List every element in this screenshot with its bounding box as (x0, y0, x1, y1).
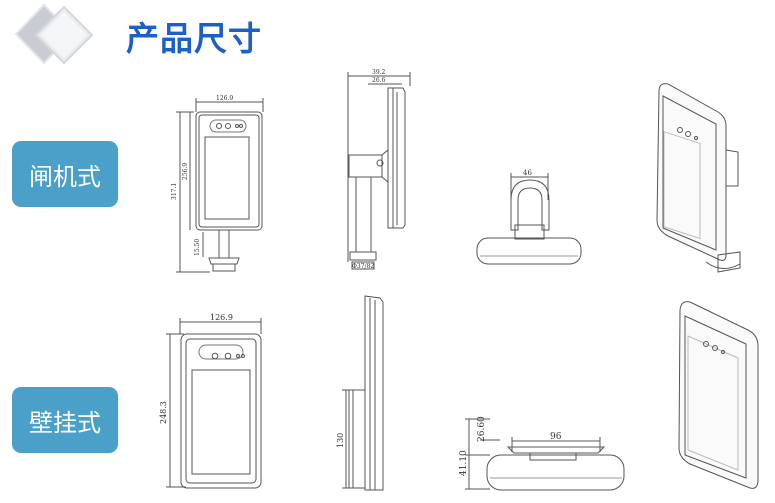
gate-top-view (476, 173, 582, 265)
wall-top-view (465, 418, 625, 491)
dim-wall-depth-a: 26.60 (477, 416, 487, 442)
dim-wall-bracket-width: 96 (550, 432, 562, 442)
wall-front-view (166, 318, 262, 489)
wall-perspective-view (678, 301, 759, 489)
dim-gate-depth-total: 39.2 (372, 69, 386, 76)
dim-wall-width: 126.9 (210, 313, 233, 322)
gate-front-view (176, 98, 264, 273)
gate-side-view (347, 72, 411, 270)
row-label-wall: 壁挂式 (12, 387, 118, 453)
dim-gate-depth-body: 26.6 (372, 77, 386, 84)
gate-perspective-view (656, 83, 741, 273)
dim-gate-height-total: 317.1 (171, 183, 178, 200)
logo-diamond-icon (14, 3, 94, 65)
row-label-gate: 闸机式 (12, 141, 118, 207)
page-title: 产品尺寸 (126, 19, 262, 58)
dim-gate-height-screen: 256.9 (182, 163, 189, 180)
dim-gate-pole: Φ37/82 (352, 263, 374, 270)
dim-wall-depth-b: 41.10 (459, 450, 469, 476)
dim-gate-neck: 15.50 (194, 239, 201, 256)
dim-wall-height: 248.3 (159, 401, 168, 424)
dim-gate-width: 126.9 (216, 95, 233, 102)
dim-gate-bracket: 46 (523, 169, 532, 177)
dim-wall-bracket-height: 130 (336, 433, 345, 448)
wall-side-view (342, 295, 384, 491)
